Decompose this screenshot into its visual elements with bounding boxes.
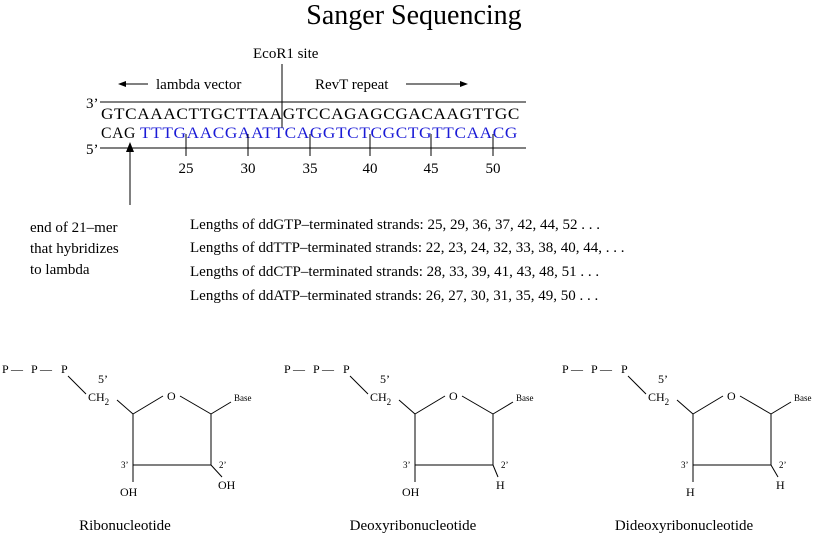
phosphate-2: P bbox=[313, 362, 320, 376]
primer-sequence: CAG bbox=[101, 125, 136, 142]
oxygen-c1-bond bbox=[739, 395, 772, 415]
ch-label: CH bbox=[370, 390, 387, 404]
c3-substituent: H bbox=[686, 485, 695, 499]
ribonucleotide-structure: P — P — P 5’ CH2 O Base 3’ 2’ OH OH Ribo… bbox=[2, 362, 252, 534]
three-prime-label: 3’ bbox=[403, 460, 411, 470]
c2-substituent-bond bbox=[492, 464, 499, 478]
c4-oxygen-bond bbox=[414, 395, 446, 415]
ch-label: CH bbox=[648, 390, 665, 404]
c2-substituent-bond bbox=[770, 464, 779, 478]
base-label: Base bbox=[516, 393, 534, 403]
two-prime-label: 2’ bbox=[219, 460, 227, 470]
five-prime-carbon-label: 5’ bbox=[380, 372, 390, 386]
phosphate-bond: — bbox=[10, 362, 24, 376]
five-prime-label: 5’ bbox=[86, 142, 99, 158]
phosphate-1: P bbox=[2, 362, 9, 376]
phosphate-ch2-bond bbox=[349, 375, 369, 395]
ch2-subscript: 2 bbox=[665, 397, 670, 407]
phosphate-3: P bbox=[621, 362, 628, 376]
ddttp-lengths: Lengths of ddTTP–terminated strands: 22,… bbox=[190, 240, 625, 256]
five-prime-carbon-label: 5’ bbox=[98, 372, 108, 386]
phosphate-bond: — bbox=[292, 362, 306, 376]
c2-substituent: H bbox=[496, 478, 505, 492]
phosphate-bond: — bbox=[39, 362, 53, 376]
oxygen-c1-bond bbox=[179, 395, 212, 415]
ch2-c4-bond bbox=[676, 399, 694, 415]
ruler-label: 25 bbox=[179, 161, 194, 177]
lambda-arrow-head bbox=[118, 81, 126, 87]
ddgtp-lengths: Lengths of ddGTP–terminated strands: 25,… bbox=[190, 217, 600, 233]
ruler-label: 35 bbox=[303, 161, 318, 177]
dideoxyribonucleotide-structure: P — P — P 5’ CH2 O Base 3’ 2’ H H Dideox… bbox=[562, 362, 812, 534]
c2-substituent: H bbox=[776, 478, 785, 492]
phosphate-ch2-bond bbox=[627, 375, 647, 395]
phosphate-2: P bbox=[591, 362, 598, 376]
three-prime-label: 3’ bbox=[681, 460, 689, 470]
oxygen-c1-bond bbox=[461, 395, 494, 415]
revt-arrow-head bbox=[460, 81, 468, 87]
nucleotide-name: Ribonucleotide bbox=[79, 518, 171, 534]
new-strand-sequence: TTTGAACGAATTCAGGTCTCGCTGTTCAACG bbox=[140, 125, 518, 142]
nucleotide-name: Dideoxyribonucleotide bbox=[615, 518, 754, 534]
five-prime-carbon-label: 5’ bbox=[658, 372, 668, 386]
phosphate-1: P bbox=[562, 362, 569, 376]
two-prime-label: 2’ bbox=[779, 460, 787, 470]
primer-note-line: that hybridizes bbox=[30, 241, 119, 257]
three-prime-label: 3’ bbox=[86, 96, 99, 112]
c4-oxygen-bond bbox=[692, 395, 724, 415]
c1-base-bond bbox=[210, 401, 232, 415]
ring-oxygen: O bbox=[449, 389, 458, 403]
phosphate-3: P bbox=[343, 362, 350, 376]
phosphate-3: P bbox=[61, 362, 68, 376]
ch-label: CH bbox=[88, 390, 105, 404]
base-label: Base bbox=[234, 393, 252, 403]
ch2-group: CH2 bbox=[648, 390, 669, 407]
ch2-subscript: 2 bbox=[105, 397, 110, 407]
phosphate-2: P bbox=[31, 362, 38, 376]
c2-substituent-bond bbox=[210, 464, 223, 478]
ruler-label: 40 bbox=[363, 161, 378, 177]
c4-oxygen-bond bbox=[132, 395, 164, 415]
ring-oxygen: O bbox=[167, 389, 176, 403]
primer-note-line: to lambda bbox=[30, 262, 90, 278]
revt-repeat-label: RevT repeat bbox=[315, 77, 389, 93]
deoxyribonucleotide-structure: P — P — P 5’ CH2 O Base 3’ 2’ OH H Deoxy… bbox=[284, 362, 534, 534]
phosphate-ch2-bond bbox=[67, 375, 87, 395]
phosphate-bond: — bbox=[599, 362, 613, 376]
ruler-label: 30 bbox=[241, 161, 256, 177]
c3-substituent: OH bbox=[402, 485, 420, 499]
ruler-label: 45 bbox=[424, 161, 439, 177]
base-label: Base bbox=[794, 393, 812, 403]
ch2-c4-bond bbox=[398, 399, 416, 415]
ruler-label: 50 bbox=[486, 161, 501, 177]
primer-end-arrow-head bbox=[126, 142, 134, 152]
ch2-subscript: 2 bbox=[387, 397, 392, 407]
ddctp-lengths: Lengths of ddCTP–terminated strands: 28,… bbox=[190, 264, 599, 280]
c1-base-bond bbox=[492, 401, 514, 415]
c3-substituent: OH bbox=[120, 485, 138, 499]
template-strand-sequence: GTCAAACTTGCTTAAGTCCAGAGCGACAAGTTGC bbox=[101, 106, 520, 123]
c1-base-bond bbox=[770, 401, 792, 415]
phosphate-bond: — bbox=[321, 362, 335, 376]
phosphate-1: P bbox=[284, 362, 291, 376]
ch2-group: CH2 bbox=[370, 390, 391, 407]
phosphate-bond: — bbox=[570, 362, 584, 376]
lambda-vector-label: lambda vector bbox=[156, 77, 241, 93]
position-ruler: 25 30 35 40 45 50 bbox=[179, 134, 501, 177]
three-prime-label: 3’ bbox=[121, 460, 129, 470]
ch2-c4-bond bbox=[116, 399, 134, 415]
nucleotide-name: Deoxyribonucleotide bbox=[350, 518, 477, 534]
c2-substituent: OH bbox=[218, 478, 236, 492]
ch2-group: CH2 bbox=[88, 390, 109, 407]
ring-oxygen: O bbox=[727, 389, 736, 403]
ddatp-lengths: Lengths of ddATP–terminated strands: 26,… bbox=[190, 288, 598, 304]
primer-note-line: end of 21–mer bbox=[30, 220, 117, 236]
page-title: Sanger Sequencing bbox=[306, 0, 521, 31]
two-prime-label: 2’ bbox=[501, 460, 509, 470]
ecor1-label: EcoR1 site bbox=[253, 46, 319, 62]
